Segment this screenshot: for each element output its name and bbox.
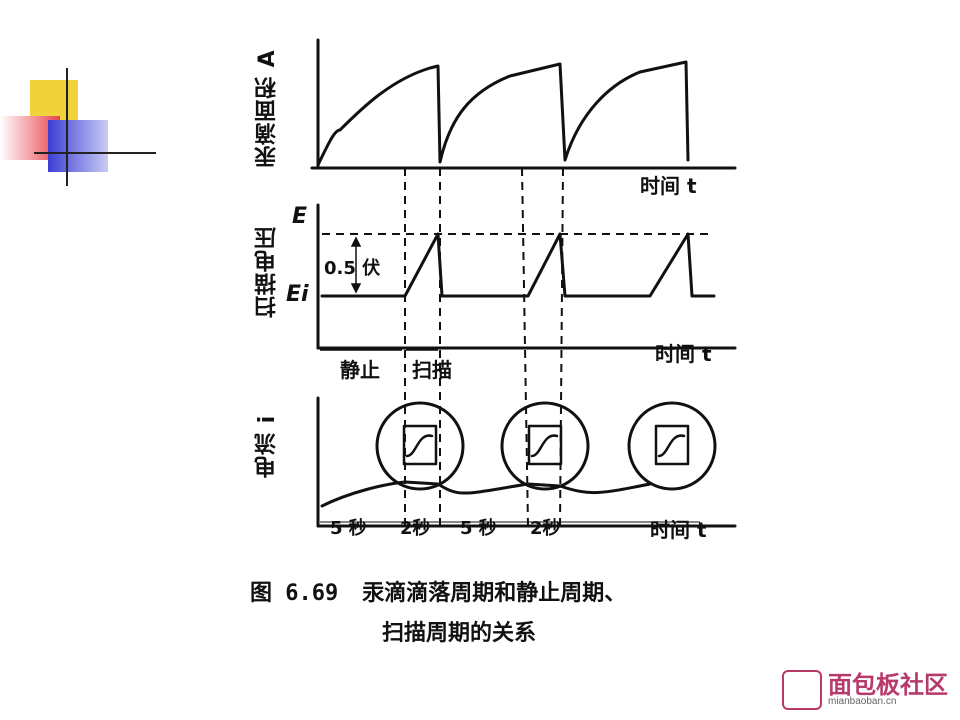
- phase-boundary-dashed: [521, 167, 529, 527]
- peak-inset-curve: [405, 434, 434, 458]
- segment-2s-label: 2秒: [530, 518, 561, 539]
- peak-inset-box: [527, 424, 563, 466]
- figure-number: 图 6.69: [250, 581, 339, 606]
- phase-scan-label: 扫描: [412, 358, 452, 382]
- current-peak-circle: [627, 401, 717, 491]
- peak-inset-box: [654, 424, 690, 466]
- drop-area-curve: [316, 60, 690, 167]
- scan-voltage-waveform: [320, 232, 716, 298]
- peak-inset-box: [402, 424, 438, 466]
- middle-y-label: 扫描电压: [255, 226, 280, 318]
- middle-x-label: 时间 t: [655, 342, 712, 366]
- deco-vertical-line: [66, 68, 68, 186]
- peak-inset-curve: [530, 434, 559, 458]
- top-y-label: 汞滴面积 A: [255, 49, 280, 168]
- current-peak-circle: [375, 401, 465, 491]
- bottom-y-label: 电流 i: [255, 414, 280, 478]
- e-level-label: E: [292, 204, 308, 229]
- watermark-logo-icon: [782, 670, 822, 710]
- caption-line-1: 汞滴滴落周期和静止周期、: [362, 581, 627, 606]
- caption-line-2: 扫描周期的关系: [382, 621, 537, 646]
- slide-decoration: [0, 60, 170, 200]
- current-waveform: [320, 480, 652, 508]
- deco-horizontal-line: [34, 152, 156, 154]
- segment-5s-label: 5 秒: [460, 518, 497, 539]
- bottom-x-label: 时间 t: [650, 518, 707, 542]
- segment-5s-label: 5 秒: [330, 518, 367, 539]
- figure-caption: 图 6.69 汞滴滴落周期和静止周期、 扫描周期的关系: [250, 575, 626, 647]
- phase-boundary-dashed: [559, 167, 564, 527]
- segment-2s-label: 2秒: [400, 518, 431, 539]
- watermark-url: mianbaoban.cn: [828, 696, 897, 707]
- deco-blue-square: [48, 120, 108, 172]
- peak-inset-curve: [657, 434, 686, 458]
- watermark-title: 面包板社区: [828, 671, 948, 699]
- delta-voltage-label: 0.5 伏: [324, 258, 381, 279]
- watermark: 面包板社区 mianbaoban.cn: [782, 670, 948, 710]
- current-peak-circle: [500, 401, 590, 491]
- phase-rest-label: 静止: [340, 358, 380, 382]
- ei-level-label: Ei: [286, 282, 309, 307]
- top-x-label: 时间 t: [640, 174, 697, 198]
